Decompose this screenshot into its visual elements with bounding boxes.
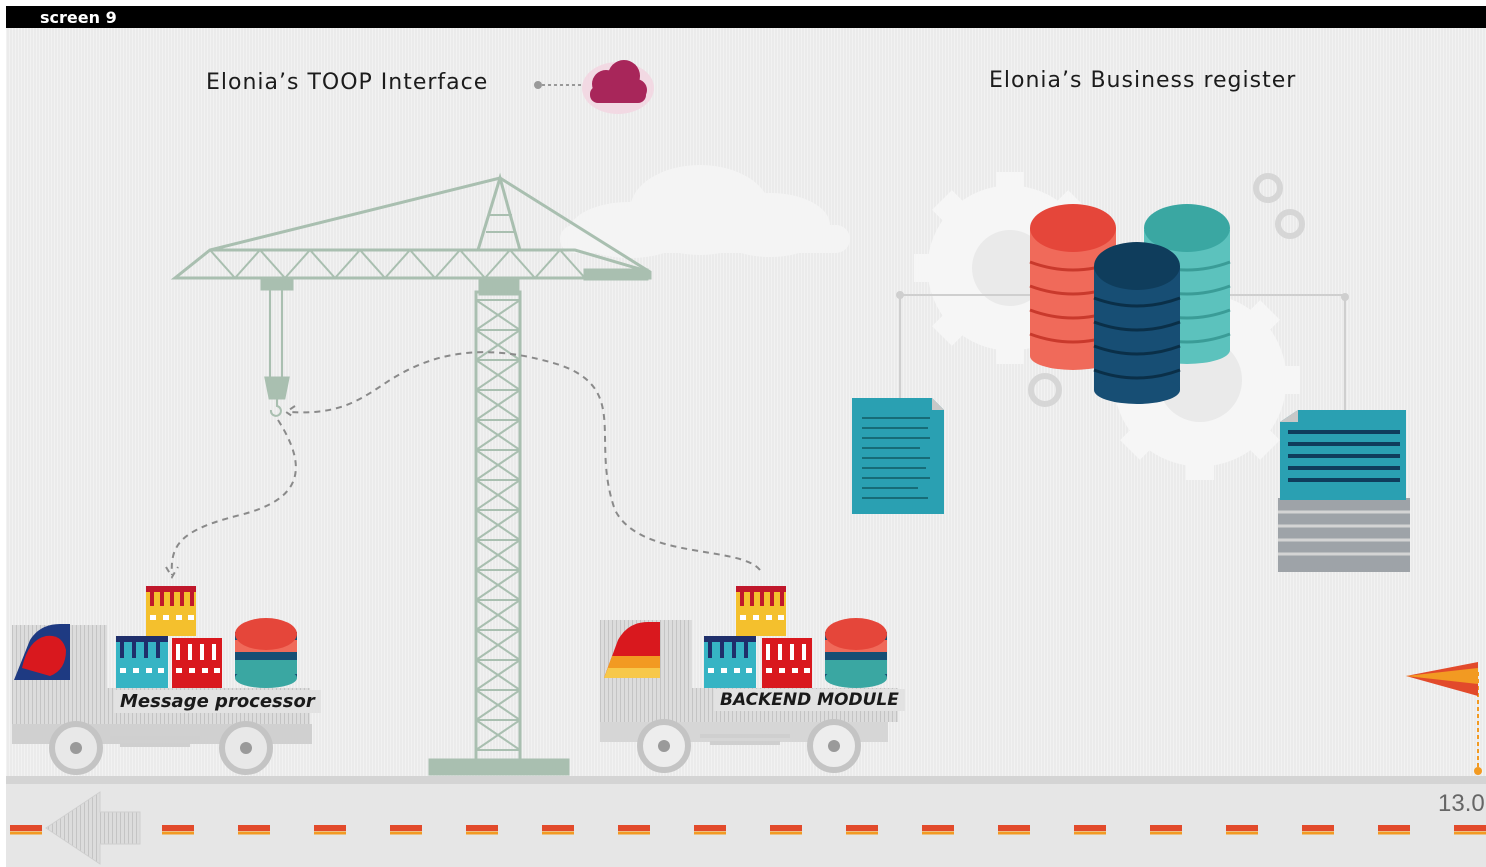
stacked-documents-icon	[1278, 410, 1410, 572]
gear-icon	[1028, 173, 1305, 407]
cloud-icon	[582, 60, 654, 114]
business-register-title: Elonia’s Business register	[989, 68, 1297, 93]
database-icon	[1093, 242, 1181, 404]
binder-icon	[762, 638, 812, 688]
toop-interface-title: Elonia’s TOOP Interface	[206, 70, 489, 95]
message-processor-label: Message processor	[114, 690, 321, 713]
binder-icon	[116, 636, 168, 688]
document-icon	[852, 398, 944, 514]
road	[6, 776, 1486, 867]
road-dashes	[10, 825, 1486, 835]
binder-icon	[146, 586, 196, 636]
background-cloud	[560, 165, 850, 258]
back-arrow-icon[interactable]	[45, 791, 141, 865]
binder-icon	[704, 636, 756, 688]
screen-label: screen 9	[40, 8, 117, 27]
transfer-path	[165, 351, 761, 579]
flag-icon	[1406, 662, 1482, 775]
connector-line	[534, 81, 583, 89]
crane	[170, 172, 652, 776]
binder-icon	[736, 586, 786, 636]
binder-icon	[172, 638, 222, 688]
database-icon	[235, 618, 297, 688]
database-icon	[825, 618, 887, 688]
page-number: 13.0	[1438, 790, 1485, 817]
top-bar: screen 9	[6, 6, 1486, 28]
backend-module-label: BACKEND MODULE	[714, 689, 905, 711]
